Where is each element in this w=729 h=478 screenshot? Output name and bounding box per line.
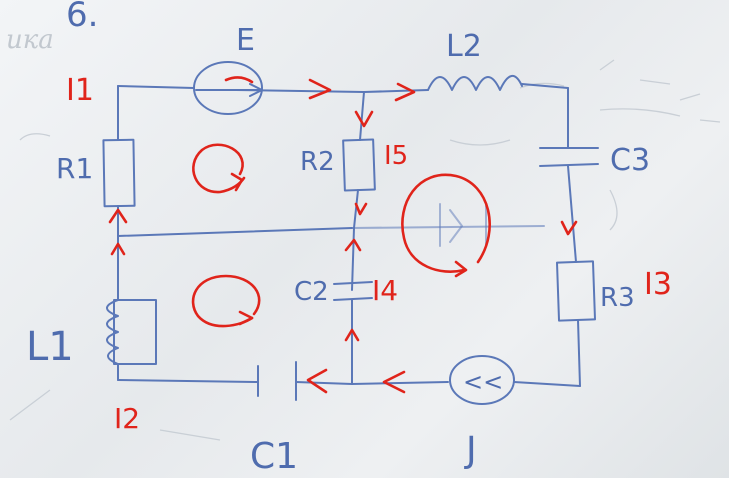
current-source-j	[449, 355, 515, 405]
side-note: ика	[6, 25, 54, 55]
emf-polarity-mark	[224, 76, 254, 84]
wire-right-lower	[577, 319, 581, 387]
current-source-symbol: <<	[463, 368, 503, 396]
wire-middle-link	[117, 227, 353, 237]
loop-upper-left	[192, 143, 246, 194]
label-i3: I3	[644, 267, 672, 302]
erased-marks	[9, 59, 721, 441]
arrow-top-l2	[394, 82, 416, 102]
arrow-c3-down	[560, 220, 578, 236]
wire-branch-c2-top	[351, 227, 355, 291]
inductor-l1	[106, 299, 157, 365]
wire-branch-r2-bottom	[353, 189, 359, 229]
inductor-l2	[427, 75, 523, 91]
wire-right-middle	[567, 165, 577, 263]
label-i5: I5	[384, 141, 408, 171]
emf-source	[193, 61, 263, 115]
resistor-r1	[102, 138, 136, 208]
label-r3: R3	[600, 283, 635, 313]
arrow-r2-lower	[354, 202, 368, 216]
capacitor-c1	[257, 361, 297, 401]
resistor-r2	[342, 138, 376, 192]
arrow-bottom-j	[382, 370, 406, 394]
erased-capacitor	[439, 203, 487, 247]
loop-circulations	[191, 76, 491, 328]
wire-bottom-right	[513, 381, 581, 387]
circuit-wires	[117, 83, 581, 387]
resistor-r3	[555, 260, 597, 322]
label-c1: C1	[250, 436, 298, 477]
capacitor-c2	[333, 281, 373, 301]
title-fragment: 6.	[66, 0, 98, 35]
label-l1: L1	[26, 324, 74, 370]
wire-top-right	[363, 89, 429, 93]
label-c2: C2	[294, 277, 329, 307]
current-arrows	[108, 78, 578, 394]
label-i2: I2	[114, 402, 140, 435]
label-emf: E	[236, 23, 255, 58]
capacitor-c3	[539, 147, 599, 167]
arrow-c2-up-top	[344, 238, 362, 252]
arrow-top-emf	[308, 78, 332, 100]
label-r1: R1	[56, 152, 93, 185]
label-r2: R2	[300, 147, 335, 177]
wire-bottom-middle	[351, 381, 449, 385]
loop-lower-left	[191, 274, 261, 328]
wire-top-left	[117, 85, 195, 89]
arrow-bottom-c1	[306, 368, 328, 394]
arrow-r2-down	[354, 110, 374, 128]
label-c3: C3	[610, 143, 650, 178]
wire-bottom-c1	[295, 381, 353, 385]
wire-top-after-l2	[521, 83, 569, 89]
wire-branch-r2-top	[359, 91, 365, 141]
label-j: J	[464, 430, 477, 471]
loop-right	[401, 173, 491, 273]
arrow-left-up-lower	[110, 242, 126, 256]
wire-bottom-left	[117, 379, 259, 383]
arrow-c2-up-bottom	[344, 328, 360, 342]
label-i4: I4	[372, 274, 398, 307]
label-i1: I1	[66, 73, 94, 108]
label-l2: L2	[446, 29, 482, 64]
wire-middle-link-right	[351, 225, 545, 229]
arrow-left-up	[108, 208, 128, 224]
